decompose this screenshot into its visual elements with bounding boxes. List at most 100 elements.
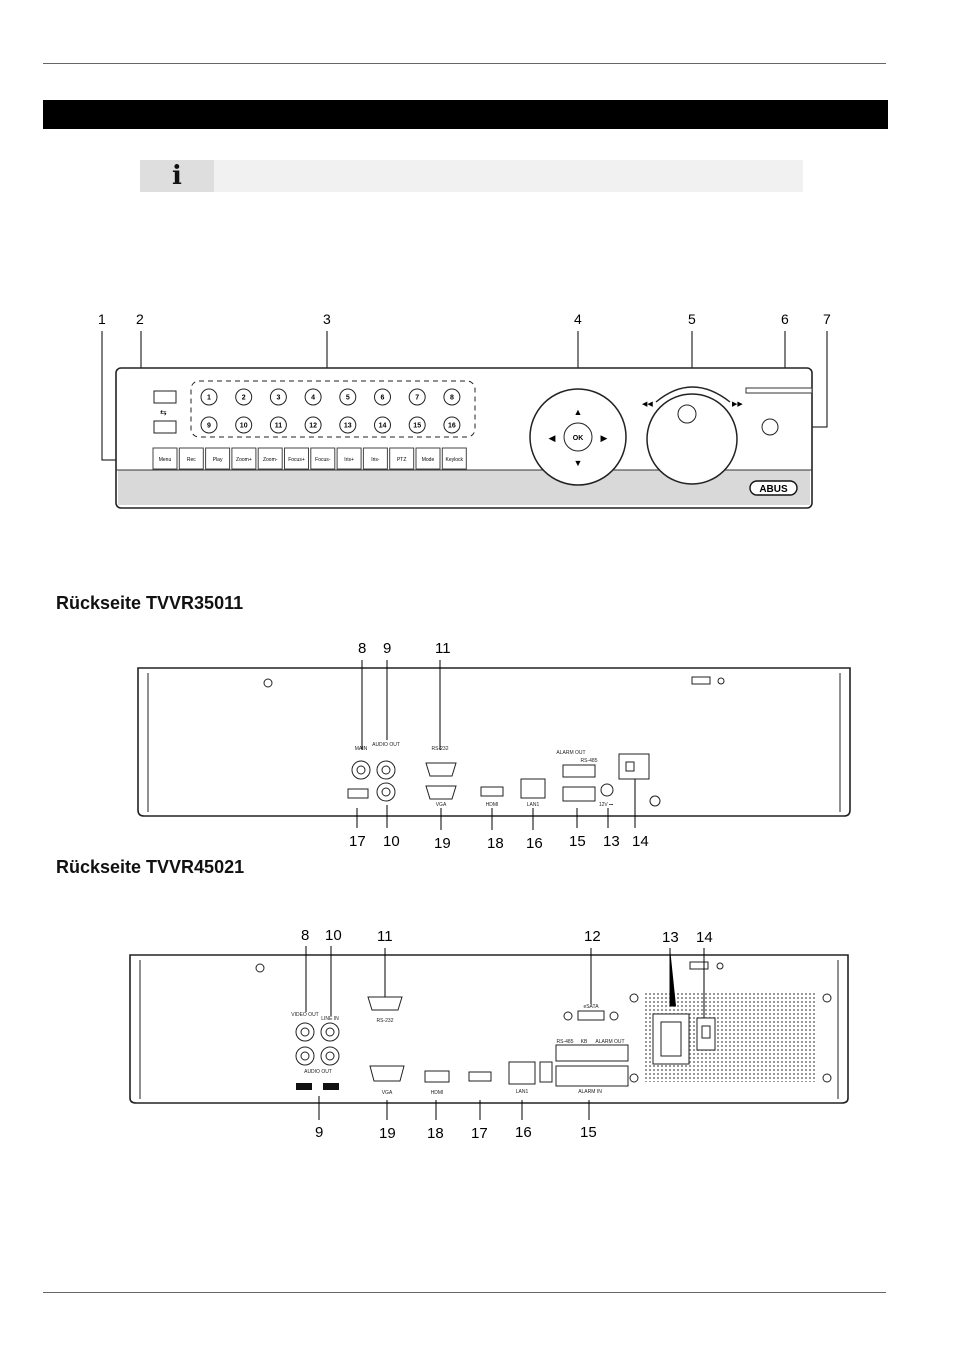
channel-button-16[interactable]: 16 [443, 416, 461, 434]
r1-callout-15: 15 [569, 833, 586, 850]
channel-button-label: 7 [415, 395, 419, 402]
r2-callout-15: 15 [580, 1124, 597, 1141]
r2-callout-14: 14 [696, 929, 713, 946]
channel-button-12[interactable]: 12 [304, 416, 322, 434]
channel-button-8[interactable]: 8 [443, 388, 461, 406]
section-heading-bar [43, 100, 888, 129]
r1-callout-18: 18 [487, 835, 504, 852]
function-button-keylock[interactable]: Keylock [441, 447, 467, 470]
r2-label-alarm-in: ALARM IN [578, 1089, 602, 1095]
function-button-ptz[interactable]: PTZ [389, 447, 415, 470]
svg-text:▲: ▲ [574, 407, 583, 417]
channel-button-4[interactable]: 4 [304, 388, 322, 406]
r2-callout-17: 17 [471, 1125, 488, 1142]
channel-button-label: 2 [242, 395, 246, 402]
r2-callout-16: 16 [515, 1124, 532, 1141]
svg-text:▼: ▼ [574, 458, 583, 468]
r1-callout-8: 8 [358, 640, 366, 657]
function-button-iris-minus[interactable]: Iris- [362, 447, 388, 470]
top-rule [43, 63, 886, 64]
rear1-diagram: 8 9 11 17 10 19 18 16 15 13 14 MAIN AUDI… [137, 640, 851, 852]
r2-label-lan1: LAN1 [516, 1089, 529, 1095]
channel-button-label: 15 [413, 423, 421, 430]
callout-2: 2 [136, 311, 144, 327]
function-button-label: Iris- [371, 457, 380, 463]
r2-callout-18: 18 [427, 1125, 444, 1142]
r1-label-power: 12V ⎓ [599, 802, 613, 808]
channel-button-14[interactable]: 14 [374, 416, 391, 434]
r1-label-hdmi: HDMI [486, 802, 499, 808]
channel-button-6[interactable]: 6 [374, 388, 391, 406]
channel-button-label: 5 [346, 395, 350, 402]
callout-5: 5 [688, 311, 696, 327]
r2-label-video-out: VIDEO OUT [291, 1012, 319, 1018]
abus-logo: ABUS [759, 484, 788, 495]
channel-button-3[interactable]: 3 [269, 388, 287, 406]
channel-button-label: 3 [276, 395, 280, 402]
r1-callout-13: 13 [603, 833, 620, 850]
svg-text:◀: ◀ [549, 433, 556, 443]
channel-button-11[interactable]: 11 [269, 416, 287, 434]
channel-button-label: 6 [381, 395, 385, 402]
channel-button-5[interactable]: 5 [339, 388, 357, 406]
channel-button-1[interactable]: 1 [200, 388, 218, 406]
info-note-box: i [140, 160, 803, 192]
r2-callout-11: 11 [377, 928, 393, 945]
r1-callout-19: 19 [434, 835, 451, 852]
r1-label-vga: VGA [436, 802, 447, 808]
function-button-label: Iris+ [344, 457, 354, 463]
function-button-zoom-plus[interactable]: Zoom+ [231, 447, 257, 470]
svg-text:◀◀: ◀◀ [642, 401, 653, 408]
rear2-diagram: 8 10 11 12 13 14 9 19 18 17 16 15 [129, 927, 849, 1142]
channel-button-label: 1 [207, 395, 211, 402]
function-button-label: Menu [159, 457, 172, 463]
callout-3: 3 [323, 311, 331, 327]
channel-button-label: 16 [448, 423, 456, 430]
r2-label-audio-out: AUDIO OUT [304, 1069, 332, 1075]
r2-callout-13: 13 [662, 929, 679, 946]
r1-callout-17: 17 [349, 833, 366, 850]
r1-label-rs485: RS-485 [581, 758, 598, 764]
channel-button-label: 13 [344, 423, 352, 430]
info-icon: i [140, 160, 214, 192]
function-button-label: Zoom+ [236, 457, 252, 463]
channel-button-label: 12 [309, 423, 317, 430]
channel-button-9[interactable]: 9 [200, 416, 218, 434]
function-button-focus-minus[interactable]: Focus- [310, 447, 336, 470]
channel-button-2[interactable]: 2 [235, 388, 253, 406]
channel-button-13[interactable]: 13 [339, 416, 357, 434]
function-button-iris-plus[interactable]: Iris+ [336, 447, 362, 470]
bottom-rule [43, 1292, 886, 1293]
channel-button-7[interactable]: 7 [408, 388, 426, 406]
function-button-rec[interactable]: Rec [178, 447, 204, 470]
channel-button-label: 9 [207, 423, 211, 430]
r2-label-rs232: RS-232 [377, 1018, 394, 1024]
r2-callout-8: 8 [301, 927, 309, 944]
function-button-zoom-minus[interactable]: Zoom- [257, 447, 283, 470]
channel-button-10[interactable]: 10 [235, 416, 253, 434]
r1-callout-9: 9 [383, 640, 391, 657]
function-button-label: PTZ [397, 457, 406, 463]
channel-button-15[interactable]: 15 [408, 416, 426, 434]
function-button-mode[interactable]: Mode [415, 447, 441, 470]
r1-label-main: MAIN [355, 746, 368, 752]
r2-label-alarm-out: ALARM OUT [595, 1039, 624, 1045]
callout-4: 4 [574, 311, 582, 327]
ok-label: OK [573, 435, 584, 442]
r2-label-line-in: LINE IN [321, 1016, 339, 1022]
svg-text:⇆: ⇆ [160, 408, 167, 417]
callout-7: 7 [823, 311, 831, 327]
svg-text:▶▶: ▶▶ [732, 401, 743, 408]
function-button-menu[interactable]: Menu [152, 447, 178, 470]
r1-label-lan1: LAN1 [527, 802, 540, 808]
function-button-focus-plus[interactable]: Focus+ [284, 447, 309, 470]
r2-callout-10: 10 [325, 927, 342, 944]
r1-label-alarm-out: ALARM OUT [556, 750, 585, 756]
r2-callout-9: 9 [315, 1124, 323, 1141]
function-button-play[interactable]: Play [205, 447, 231, 470]
channel-button-label: 4 [311, 395, 315, 402]
channel-button-label: 11 [275, 423, 283, 430]
r2-callout-19: 19 [379, 1125, 396, 1142]
callout-1: 1 [98, 311, 106, 327]
